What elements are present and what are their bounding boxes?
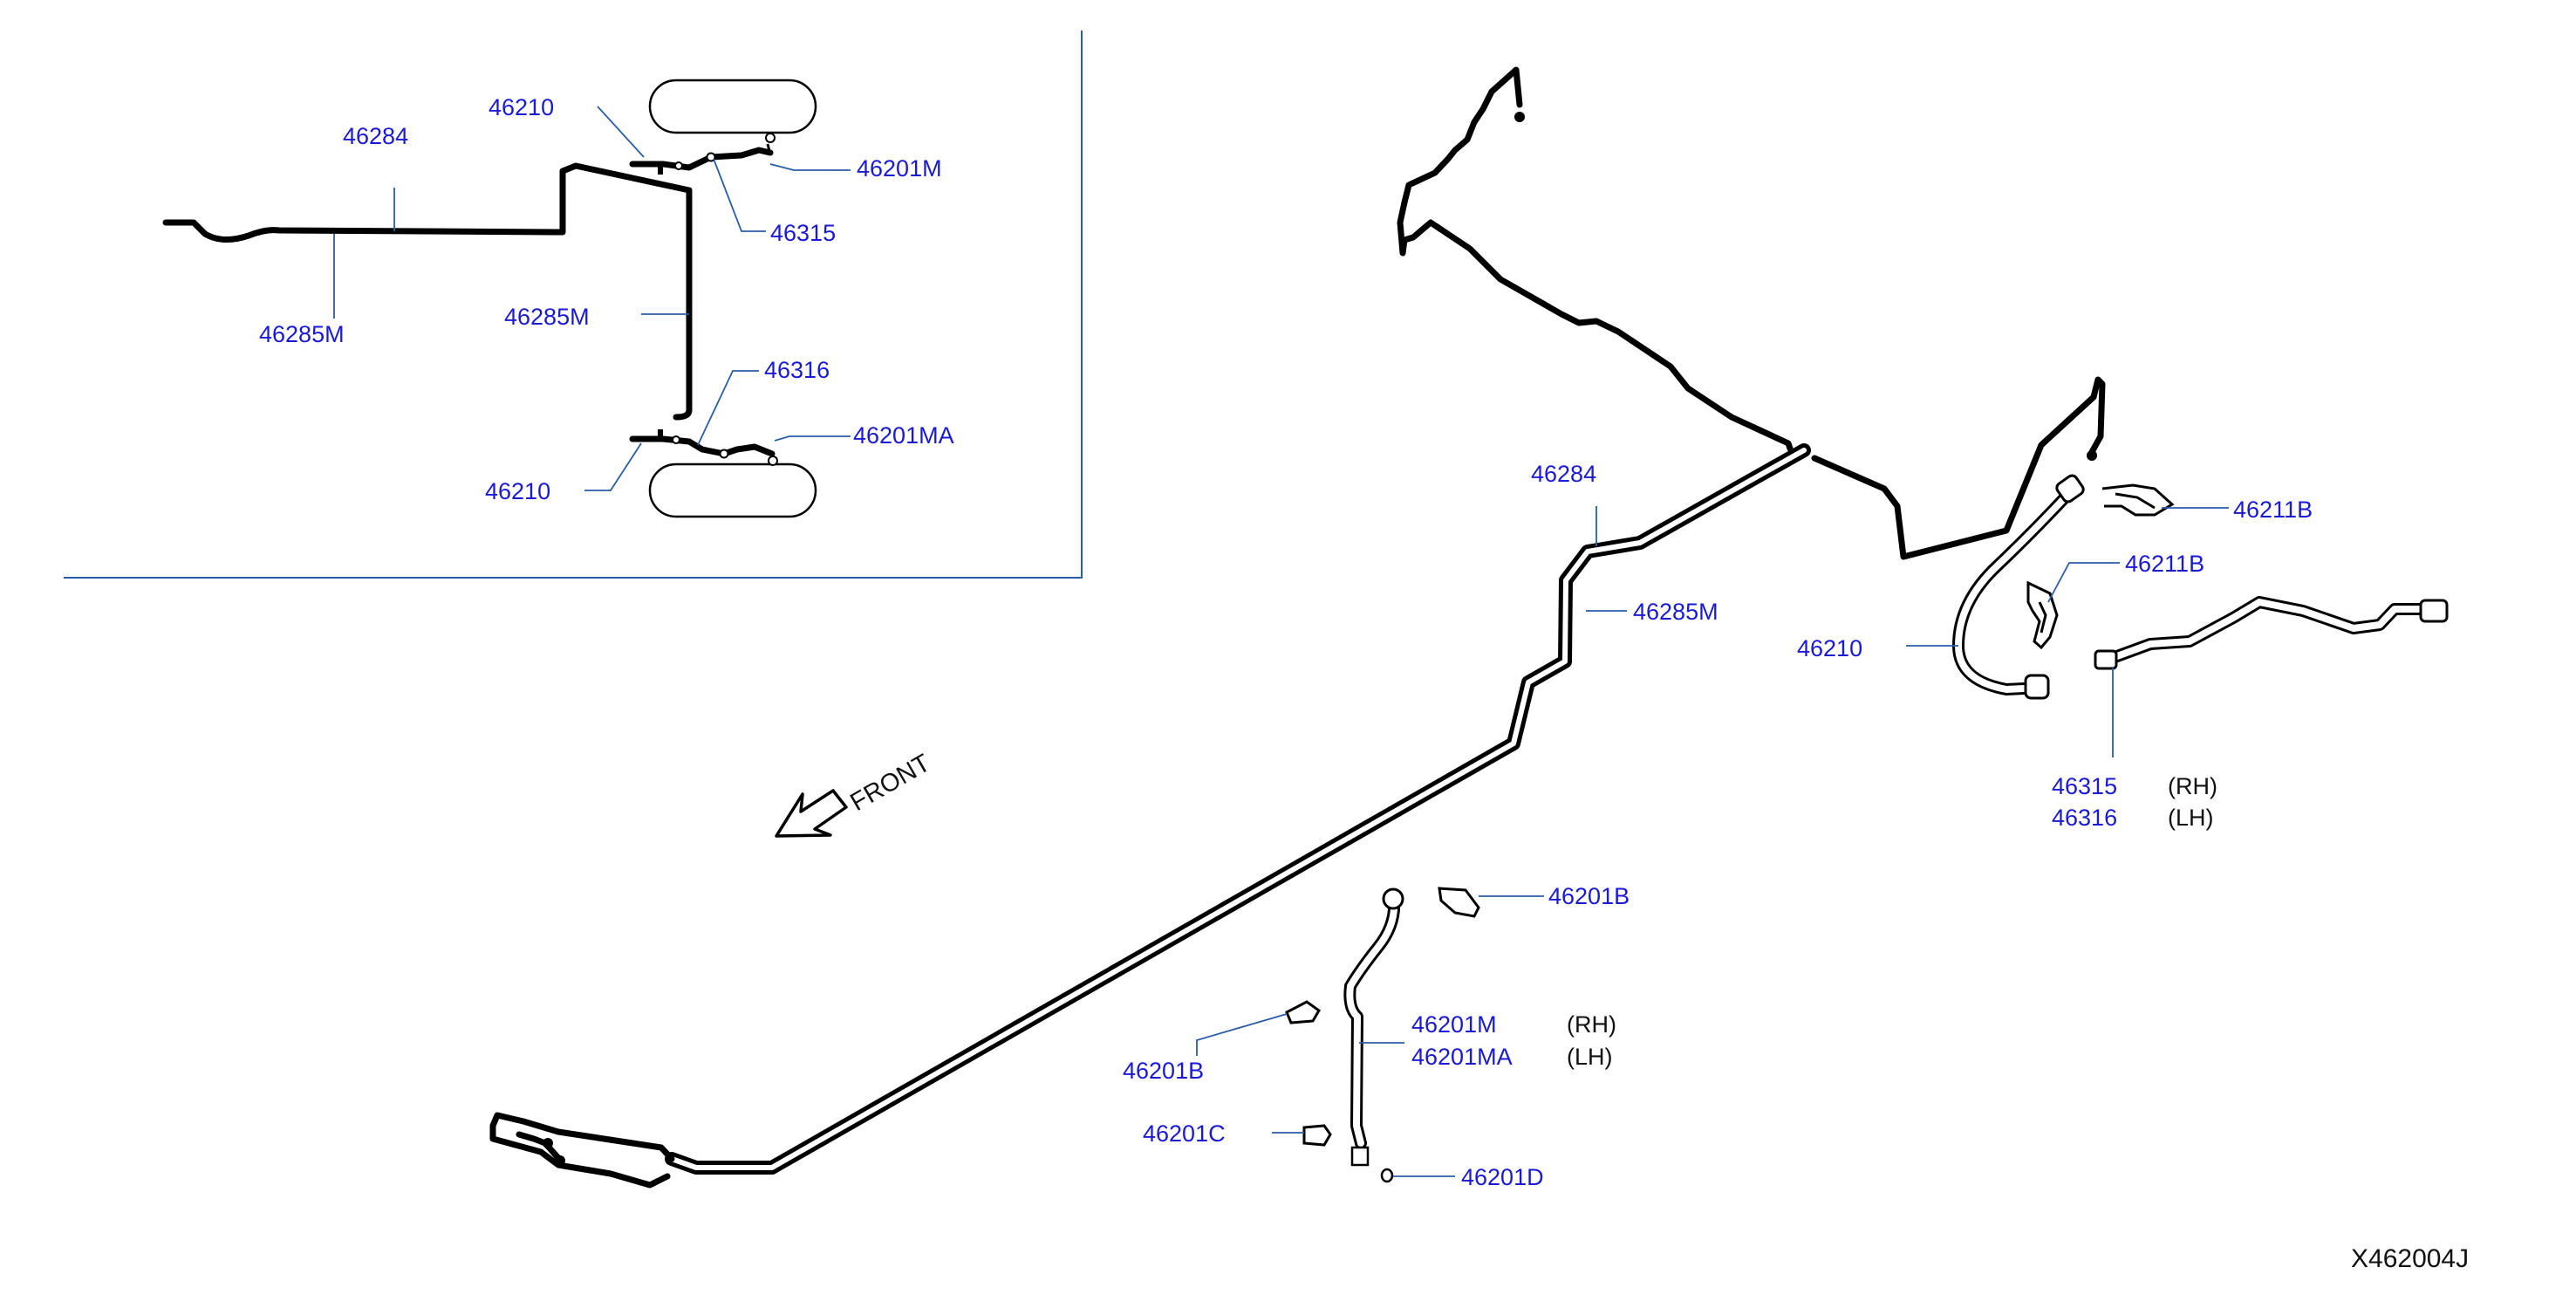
inset-leader-46316 [697, 370, 759, 446]
label-46201m: 46201M [1411, 1011, 1497, 1038]
hose-46201m-inner [1346, 897, 1398, 1147]
tube-fitting-left [2094, 649, 2118, 670]
front-arrow-icon [775, 789, 848, 838]
inset-label-46316: 46316 [764, 357, 830, 383]
front-arrow: FRONT [775, 749, 936, 838]
inset-frame [64, 31, 1083, 579]
hose-fitting-top [2055, 474, 2085, 504]
clip-46211b-upper-inner [2115, 492, 2156, 510]
tube-fitting-right [2419, 599, 2449, 623]
inset-leader-46210-bottom [584, 442, 642, 491]
clip-46201b-lower [1285, 1000, 1321, 1024]
leader-46201b-b [1196, 1013, 1288, 1056]
fitting-upper-left [1514, 112, 1525, 122]
tube-front-end-inner [516, 1131, 562, 1161]
label-46201ma: 46201MA [1411, 1044, 1513, 1070]
label-46211b-upper: 46211B [2233, 497, 2313, 523]
inset-leader-46201ma [774, 435, 851, 442]
fitting-front-b [555, 1155, 565, 1166]
inset-label-46315: 46315 [770, 220, 836, 246]
diagram-code: X462004J [2351, 1244, 2469, 1273]
inset-leader-46315 [713, 158, 766, 232]
inset-joint-bottom [719, 449, 729, 459]
tube-right-branch [1811, 376, 2106, 560]
washer-46201d [1380, 1168, 1394, 1183]
inset-label-46285m: 46285M [259, 321, 345, 347]
label-46201m-side: (RH) [1567, 1011, 1616, 1038]
tube-upper-left-branch [1397, 66, 1794, 452]
inset-label-46285m-vertical: 46285M [504, 304, 590, 330]
tube-pair-gap [669, 448, 1807, 1170]
inset-bleeder-top-line [766, 143, 772, 155]
leader-46211b-b [2047, 562, 2120, 603]
hose-fitting-bottom [2024, 674, 2050, 700]
hose-46210-inner [1955, 490, 2073, 693]
label-46201b-lower: 46201B [1123, 1058, 1204, 1084]
rear-tire-bottom [648, 462, 817, 518]
label-46285m: 46285M [1633, 599, 1718, 625]
clip-46211b-lower [2026, 580, 2059, 650]
label-46284: 46284 [1531, 461, 1596, 487]
inset-label-46210-top: 46210 [489, 94, 554, 120]
hose-46201m-end [1350, 1146, 1370, 1167]
label-46201b-upper: 46201B [1548, 883, 1630, 909]
inset-hose-top [629, 147, 774, 171]
fitting-right-branch [2087, 450, 2097, 461]
inset-joint-top-2 [674, 161, 683, 170]
label-46315-side: (RH) [2168, 773, 2217, 799]
tube-46315-46316 [2101, 596, 2427, 666]
tube-front-end [489, 1112, 675, 1189]
fitting-front-a [543, 1138, 553, 1148]
inset-bleeder-top [765, 133, 776, 143]
label-46201ma-side: (LH) [1567, 1044, 1613, 1070]
tube-46315-inner [2104, 599, 2424, 663]
label-46211b-lower: 46211B [2125, 551, 2204, 577]
inset-label-46210-bottom: 46210 [485, 478, 550, 504]
front-label: FRONT [846, 749, 936, 817]
label-46316: 46316 [2052, 805, 2117, 831]
inset-bleeder-bottom [768, 456, 778, 466]
inset-joint-top [706, 152, 716, 162]
clip-46211b-upper [2101, 483, 2175, 517]
main-drawing: FRONT 46284 46285M 46210 46211B 46211B 4… [489, 66, 2469, 1273]
inset-leader-46210-top [597, 106, 645, 158]
rear-tire-top [648, 79, 817, 134]
inset-leader-46201m [769, 163, 851, 171]
label-46201d: 46201D [1461, 1164, 1544, 1190]
inset-brake-tube-46284 [162, 162, 693, 421]
label-46201c: 46201C [1143, 1120, 1226, 1147]
inset-hose-bottom [629, 435, 776, 457]
label-46316-side: (LH) [2168, 805, 2214, 831]
label-46210: 46210 [1797, 635, 1862, 661]
clip-46211b-lower-inner [2038, 601, 2047, 634]
clip-46201b-upper [1438, 887, 1480, 918]
bolt-46201c [1302, 1124, 1332, 1147]
label-46315: 46315 [2052, 773, 2117, 799]
hose-46201m-eye [1382, 887, 1404, 910]
inset-joint-bottom-1 [672, 435, 680, 444]
inset-label-46284: 46284 [343, 123, 408, 149]
inset-label-46201ma: 46201MA [853, 422, 954, 449]
inset-panel: 46284 46285M 46285M 46210 46201M 46315 4… [64, 31, 1083, 579]
inset-label-46201m: 46201M [857, 155, 942, 182]
